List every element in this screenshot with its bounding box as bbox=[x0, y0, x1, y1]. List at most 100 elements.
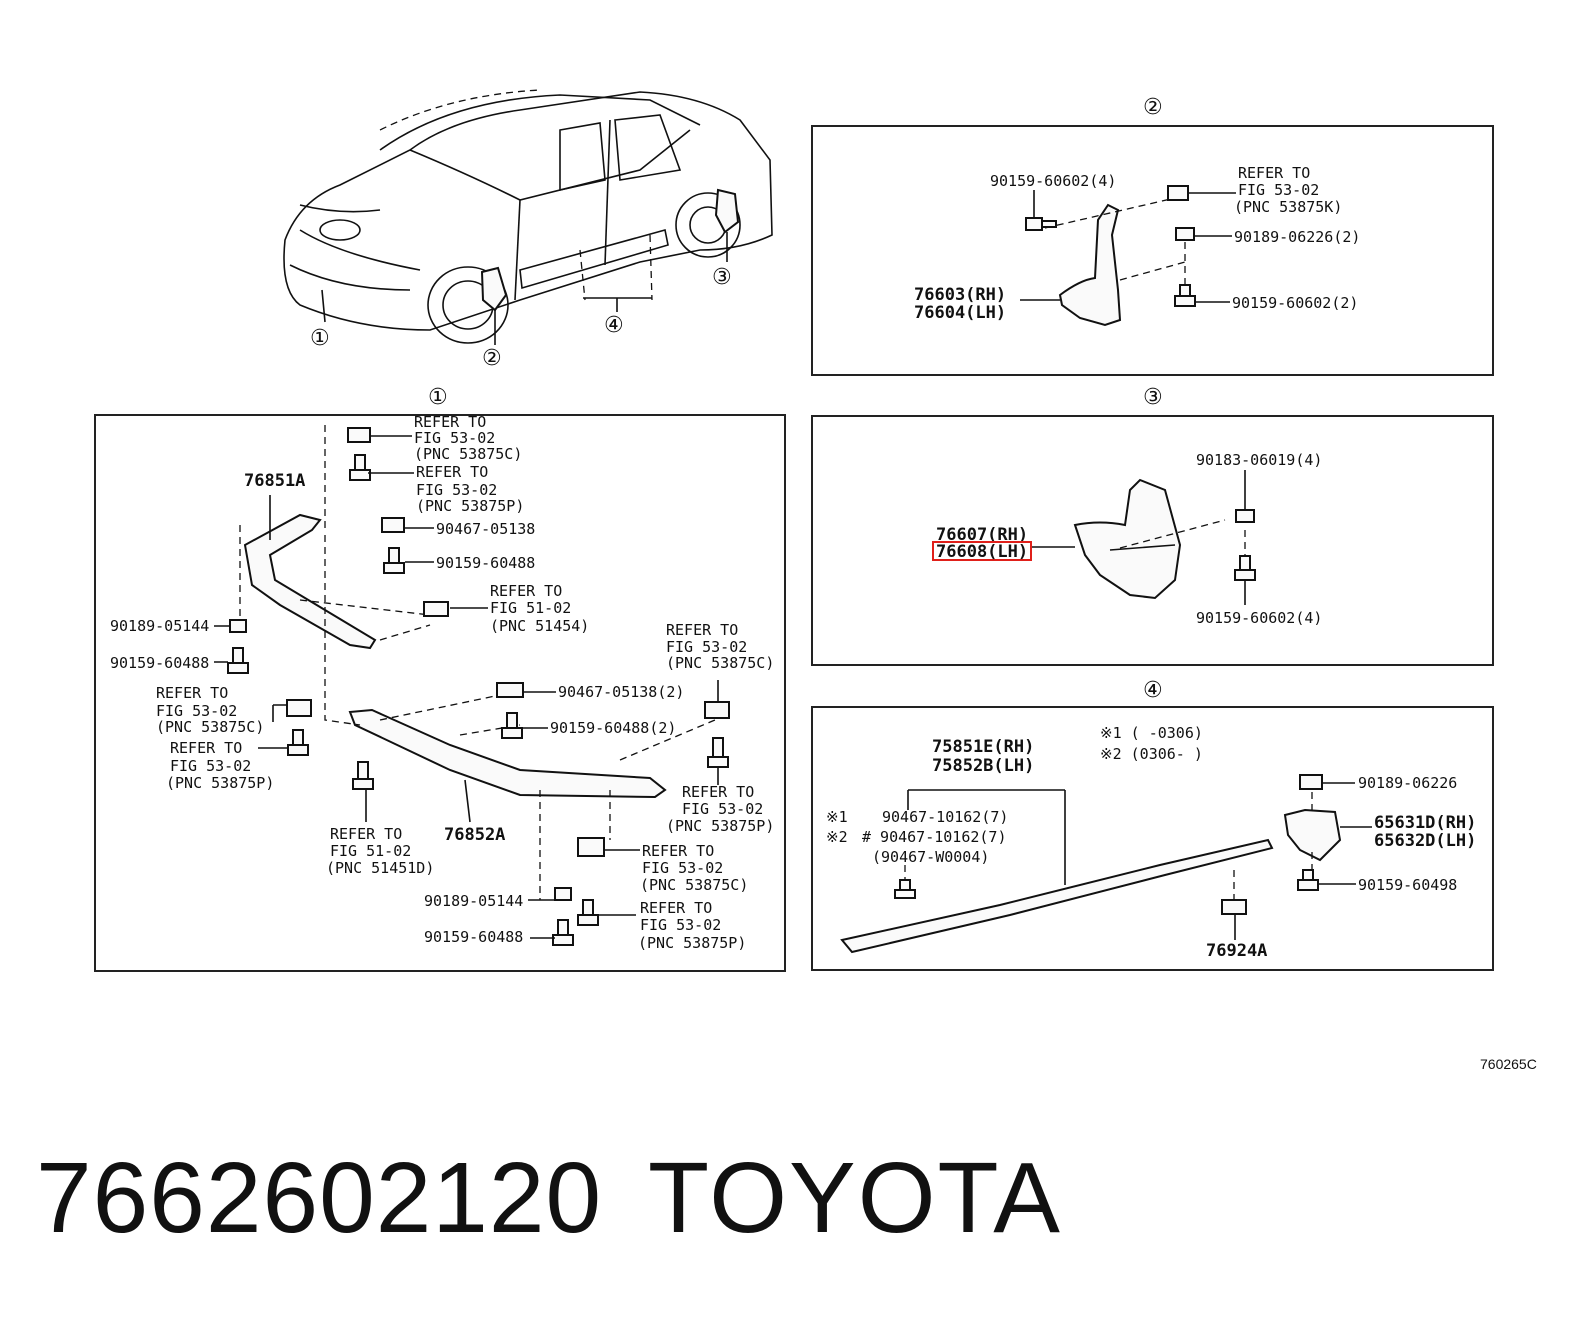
bolt-icon bbox=[894, 879, 916, 899]
ref-line: REFER TO bbox=[414, 413, 486, 431]
part-76608-shape bbox=[1073, 478, 1182, 600]
bolt-icon bbox=[577, 899, 599, 926]
ref-line: REFER TO bbox=[1238, 164, 1310, 182]
ref-line: REFER TO bbox=[682, 783, 754, 801]
clip-icon bbox=[347, 427, 371, 443]
ref-line: FIG 51-02 bbox=[330, 842, 411, 860]
applicability-note-1: ※1 ( -0306) bbox=[1100, 724, 1203, 742]
part-90183-06019-qty-label: 90183-06019(4) bbox=[1196, 451, 1322, 469]
ref-line: (PNC 53875C) bbox=[414, 445, 522, 463]
bolt-icon bbox=[383, 547, 405, 574]
part-65632d-label: 65632D(LH) bbox=[1374, 831, 1476, 851]
panel4-frame bbox=[811, 706, 1494, 971]
reference-note: REFER TO FIG 53-02 (PNC 53875C) bbox=[414, 413, 522, 463]
part-90159-60488-label: 90159-60488 bbox=[436, 554, 535, 572]
nut-icon bbox=[1175, 227, 1195, 241]
part-65631d-label: 65631D(RH) bbox=[1374, 813, 1476, 833]
part-76604-label: 76604(LH) bbox=[914, 303, 1006, 323]
ref-line: FIG 53-02 bbox=[640, 916, 721, 934]
bolt-icon bbox=[1234, 555, 1256, 581]
ref-line: FIG 53-02 bbox=[642, 859, 723, 877]
ref-line: FIG 53-02 bbox=[414, 429, 495, 447]
part-90159-60488-qty-label: 90159-60488(2) bbox=[550, 719, 676, 737]
bolt-icon bbox=[707, 737, 729, 768]
nut-icon bbox=[229, 619, 247, 633]
part-90467-w0004-label: (90467-W0004) bbox=[872, 848, 989, 866]
reference-note: REFER TO FIG 53-02 (PNC 53875K) bbox=[1234, 164, 1342, 216]
bolt-icon bbox=[1297, 869, 1319, 891]
diagram-code: 760265C bbox=[1480, 1056, 1537, 1072]
panel-rear-mudguard: ③ 90183-06019(4) 76607(RH) 76608(LH) 901… bbox=[811, 385, 1494, 666]
bolt-icon bbox=[349, 454, 371, 481]
ref-line: (PNC 53875P) bbox=[416, 497, 524, 515]
part-76607-label: 76607(RH) bbox=[936, 525, 1028, 545]
clip-icon bbox=[1167, 185, 1189, 201]
reference-note: REFER TO FIG 51-02 (PNC 51454) bbox=[490, 582, 589, 635]
panel-front-mudguard: ② 90159-60602(4) REFER TO FIG 53-02 (PNC… bbox=[811, 95, 1494, 376]
ref-line: REFER TO bbox=[330, 825, 402, 843]
part-90159-60602-qty-label: 90159-60602(4) bbox=[990, 172, 1116, 190]
part-90159-60602-qty-label: 90159-60602(4) bbox=[1196, 609, 1322, 627]
part-76851a-label: 76851A bbox=[244, 471, 305, 491]
part-90189-05144-label: 90189-05144 bbox=[424, 892, 523, 910]
ref-line: FIG 53-02 bbox=[416, 481, 497, 499]
clip-icon bbox=[577, 837, 605, 857]
ref-line: REFER TO bbox=[666, 621, 738, 639]
ref-line: (PNC 53875C) bbox=[156, 718, 264, 736]
panel-front-spoiler: ① bbox=[94, 385, 786, 972]
part-90467-05138-qty-label: 90467-05138(2) bbox=[558, 683, 684, 701]
part-90189-05144-label: 90189-05144 bbox=[110, 617, 209, 635]
nut-icon bbox=[1235, 509, 1255, 523]
part-90467-05138-label: 90467-05138 bbox=[436, 520, 535, 538]
overview-marker-1: ① bbox=[310, 326, 330, 351]
reference-note: REFER TO FIG 53-02 (PNC 53875P) bbox=[638, 899, 746, 952]
bolt-icon bbox=[552, 919, 574, 946]
ref-line: REFER TO bbox=[490, 582, 562, 600]
bolt-icon bbox=[1025, 217, 1057, 231]
nut-icon bbox=[1221, 899, 1247, 915]
ref-line: (PNC 51454) bbox=[490, 617, 589, 635]
ref-line: FIG 53-02 bbox=[170, 757, 251, 775]
ref-line: FIG 51-02 bbox=[490, 599, 571, 617]
bolt-icon bbox=[1174, 284, 1196, 307]
panel2-title: ② bbox=[1143, 95, 1163, 120]
panel1-title: ① bbox=[428, 385, 448, 410]
bolt-icon bbox=[352, 761, 374, 790]
ref-line: REFER TO bbox=[416, 463, 488, 481]
bolt-icon bbox=[227, 647, 249, 674]
reference-note: REFER TO FIG 53-02 (PNC 53875C) bbox=[156, 684, 264, 736]
panel3-frame bbox=[811, 415, 1494, 666]
part-90467-10162-alt-label: # 90467-10162(7) bbox=[862, 828, 1007, 846]
applicability-note-2: ※2 (0306- ) bbox=[1100, 745, 1203, 763]
applicability-mark-2: ※2 bbox=[826, 828, 848, 846]
ref-line: FIG 53-02 bbox=[156, 702, 237, 720]
reference-note: REFER TO FIG 53-02 (PNC 53875C) bbox=[666, 621, 774, 672]
overview-marker-4: ④ bbox=[604, 313, 624, 338]
panel4-title: ④ bbox=[1143, 678, 1163, 703]
ref-line: FIG 53-02 bbox=[666, 638, 747, 656]
part-90189-06226-label: 90189-06226 bbox=[1358, 774, 1457, 792]
ref-line: (PNC 53875P) bbox=[638, 934, 746, 952]
bolt-icon bbox=[287, 729, 309, 756]
clip-icon bbox=[423, 601, 449, 617]
clip-icon bbox=[286, 699, 312, 717]
part-76603-label: 76603(RH) bbox=[914, 285, 1006, 305]
part-90159-60498-label: 90159-60498 bbox=[1358, 876, 1457, 894]
ref-line: (PNC 53875P) bbox=[666, 817, 774, 835]
applicability-mark-1: ※1 bbox=[826, 808, 848, 826]
part-number-caption: 7662602120 bbox=[36, 1142, 603, 1254]
ref-line: REFER TO bbox=[170, 739, 242, 757]
part-75851e-shape bbox=[840, 838, 1274, 954]
part-90189-06226-qty-label: 90189-06226(2) bbox=[1234, 228, 1360, 246]
part-75852b-label: 75852B(LH) bbox=[932, 756, 1034, 776]
nut-icon bbox=[1299, 774, 1323, 790]
reference-note: REFER TO FIG 53-02 (PNC 53875P) bbox=[166, 739, 274, 792]
clip-icon bbox=[704, 701, 730, 719]
ref-line: (PNC 51451D) bbox=[326, 859, 434, 877]
part-65631d-shape bbox=[1283, 808, 1342, 862]
part-76852a-label: 76852A bbox=[444, 825, 505, 845]
ref-line: REFER TO bbox=[156, 684, 228, 702]
reference-note: REFER TO FIG 53-02 (PNC 53875P) bbox=[666, 783, 774, 835]
part-76852a-shape bbox=[348, 708, 667, 799]
